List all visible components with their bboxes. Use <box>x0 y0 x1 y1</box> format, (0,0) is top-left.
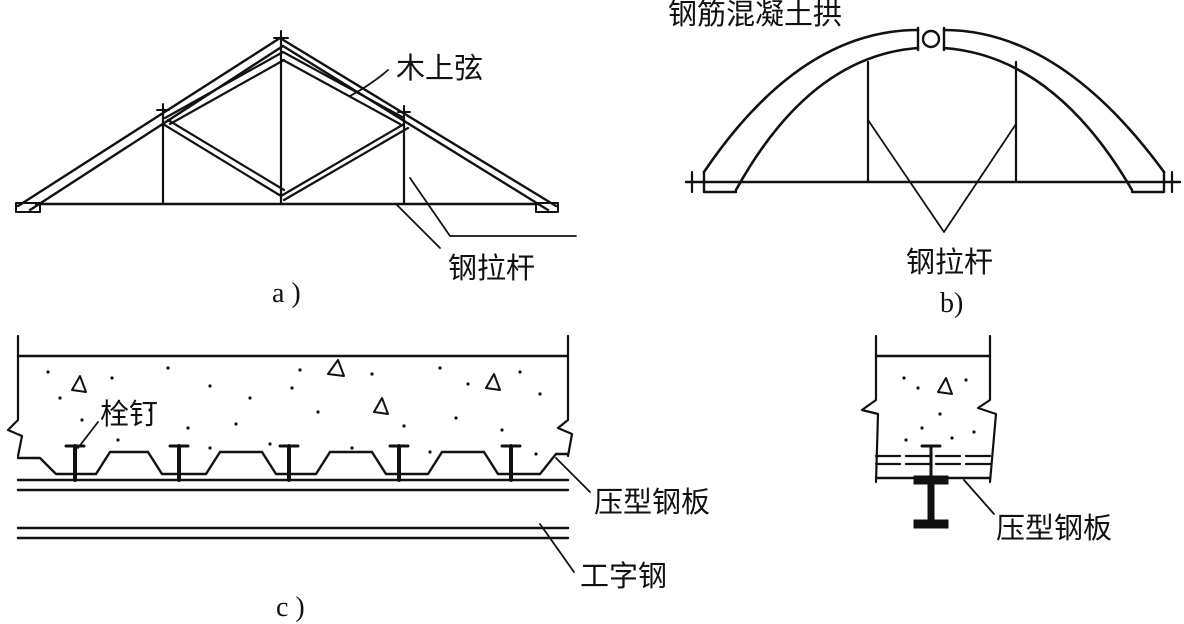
caption-a: a ) <box>272 278 301 309</box>
truss-left-support <box>15 202 41 213</box>
truss-joint-marks <box>156 30 411 119</box>
arch-outer-right <box>942 28 1166 174</box>
arch-left-abutment <box>702 170 738 194</box>
label-section-deck: 压型钢板 <box>996 511 1112 545</box>
leader-ibeam <box>539 523 575 573</box>
section-triangle <box>937 377 953 395</box>
label-top-chord: 木上弦 <box>396 51 483 85</box>
section-aggregate <box>902 376 976 442</box>
leader-top-chord <box>349 69 389 97</box>
caption-b: b) <box>940 288 963 319</box>
truss-diagonals <box>161 50 410 202</box>
figure-a-truss: 木上弦 钢拉杆 a ) <box>15 30 577 309</box>
profiled-deck <box>16 450 570 476</box>
section-stud <box>920 444 942 478</box>
slab-left-break <box>6 334 24 458</box>
leader-tie-rod <box>395 177 577 249</box>
truss-top-chord-right <box>278 36 558 212</box>
section-right-break <box>976 334 998 484</box>
figure-b-arch: 钢筋混凝土拱 钢拉杆 b) <box>668 0 1182 319</box>
arch-inner-right <box>942 46 1134 192</box>
section-deck <box>874 454 992 466</box>
slab-right-break <box>556 334 574 458</box>
label-deck: 压型钢板 <box>594 485 710 519</box>
figure-c-composite-slab: 栓钉 压型钢板 工字钢 c ) <box>6 334 710 623</box>
arch-right-abutment <box>1130 170 1166 194</box>
caption-c: c ) <box>276 592 305 623</box>
arch-outer <box>702 28 920 174</box>
arch-tie-anchors <box>690 170 1174 194</box>
section-left-break <box>860 334 880 484</box>
label-tie-rod-a: 钢拉杆 <box>448 251 535 285</box>
aggregate-triangles <box>71 359 501 415</box>
leader-deck <box>555 457 591 493</box>
label-tie-rod-b: 钢拉杆 <box>906 245 993 279</box>
leader-stud <box>77 421 99 449</box>
arch-inner <box>734 46 920 192</box>
label-stud: 栓钉 <box>100 397 158 431</box>
concrete-aggregate <box>46 366 542 456</box>
leader-tie-rod-b <box>867 119 1017 233</box>
shear-studs <box>64 444 522 482</box>
truss-right-support <box>535 202 559 213</box>
label-ibeam: 工字钢 <box>580 559 667 593</box>
label-arch: 钢筋混凝土拱 <box>668 0 842 31</box>
arch-crown-hinge <box>921 29 941 49</box>
leader-section-deck <box>963 479 995 515</box>
figure-c-cross-section: 压型钢板 <box>860 334 1112 545</box>
truss-top-chord-left <box>16 36 285 212</box>
section-ibeam <box>913 475 949 529</box>
